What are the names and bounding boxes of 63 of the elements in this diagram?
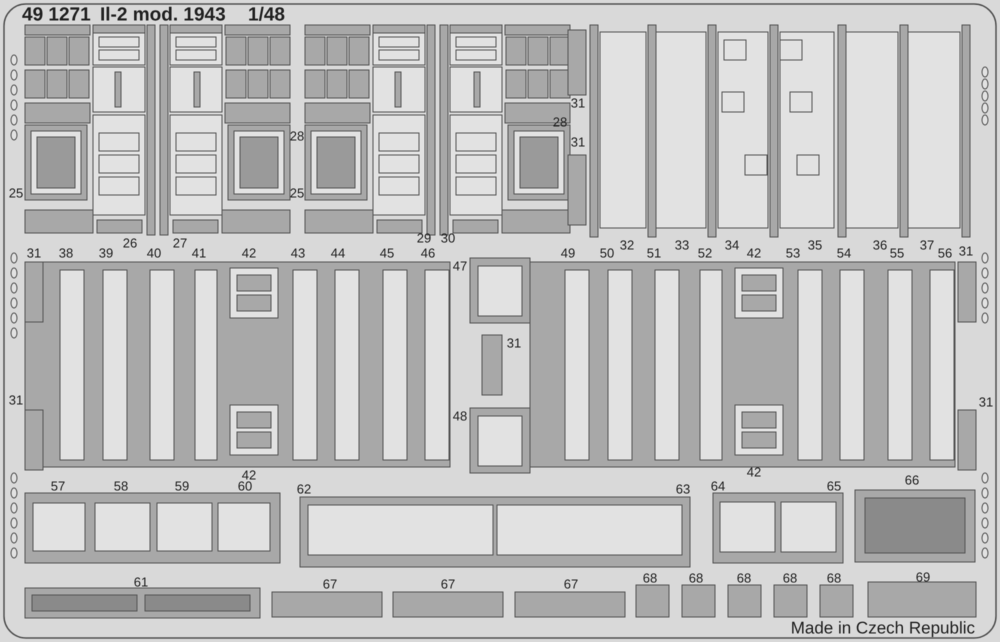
part-number: 55 [890,246,904,260]
part-number: 46 [420,246,436,260]
part-number: 26 [122,236,138,250]
part-number: 31 [978,396,994,408]
part-number: 67 [440,578,456,590]
part-number: 63 [676,482,690,496]
part-number: 56 [938,246,952,260]
part-number: 59 [174,480,190,492]
part-number: 50 [600,246,614,260]
part-number: 29 [416,232,432,244]
part-number: 31 [26,246,42,260]
part-number: 41 [192,246,206,260]
part-number: 31 [570,96,586,110]
part-number: 66 [904,474,920,486]
part-number: 53 [786,246,800,260]
part-number: 61 [134,576,148,588]
part-number: 33 [674,238,690,252]
part-number: 67 [564,578,578,590]
part-number: 52 [698,246,712,260]
part-number: 30 [440,232,456,244]
part-number: 54 [836,246,852,260]
part-number: 51 [646,246,662,260]
part-number: 40 [146,246,162,260]
part-number: 69 [916,570,930,584]
part-number: 42 [242,246,256,260]
part-number: 31 [958,244,974,258]
part-number: 25 [8,186,24,200]
part-number: 68 [688,572,704,584]
part-number: 49 [560,246,576,260]
part-number: 62 [296,482,312,496]
part-number: 38 [58,246,74,260]
part-number: 42 [746,466,762,478]
part-number: 43 [290,246,306,260]
part-number: 58 [114,480,128,492]
part-number: 64 [710,480,726,492]
part-number: 37 [920,238,934,252]
part-number: 39 [98,246,114,260]
part-number: 31 [570,136,586,148]
part-number: 67 [322,578,338,590]
set-number: 49 1271 [22,6,91,24]
part-number: 32 [620,238,634,252]
part-number: 68 [826,572,842,584]
scale-label: 1/48 [248,6,285,24]
part-number: 42 [242,468,256,482]
part-number: 68 [642,572,658,584]
part-number: 34 [724,238,740,252]
part-number: 44 [330,246,346,260]
kit-title: Il-2 mod. 1943 [100,6,226,24]
part-number: 35 [808,238,822,252]
part-number: 48 [452,410,468,422]
part-number: 60 [238,480,252,492]
part-number: 31 [8,394,24,406]
part-number: 47 [452,260,468,272]
part-number: 68 [736,572,752,584]
part-number: 57 [50,480,66,492]
part-number: 27 [172,236,188,250]
part-number: 65 [826,480,842,492]
part-number: 68 [782,572,798,584]
origin-note: Made in Czech Republic [790,620,975,636]
part-number: 45 [380,246,394,260]
part-number: 36 [872,238,888,252]
part-number: 42 [746,246,762,260]
part-number: 31 [506,336,522,350]
